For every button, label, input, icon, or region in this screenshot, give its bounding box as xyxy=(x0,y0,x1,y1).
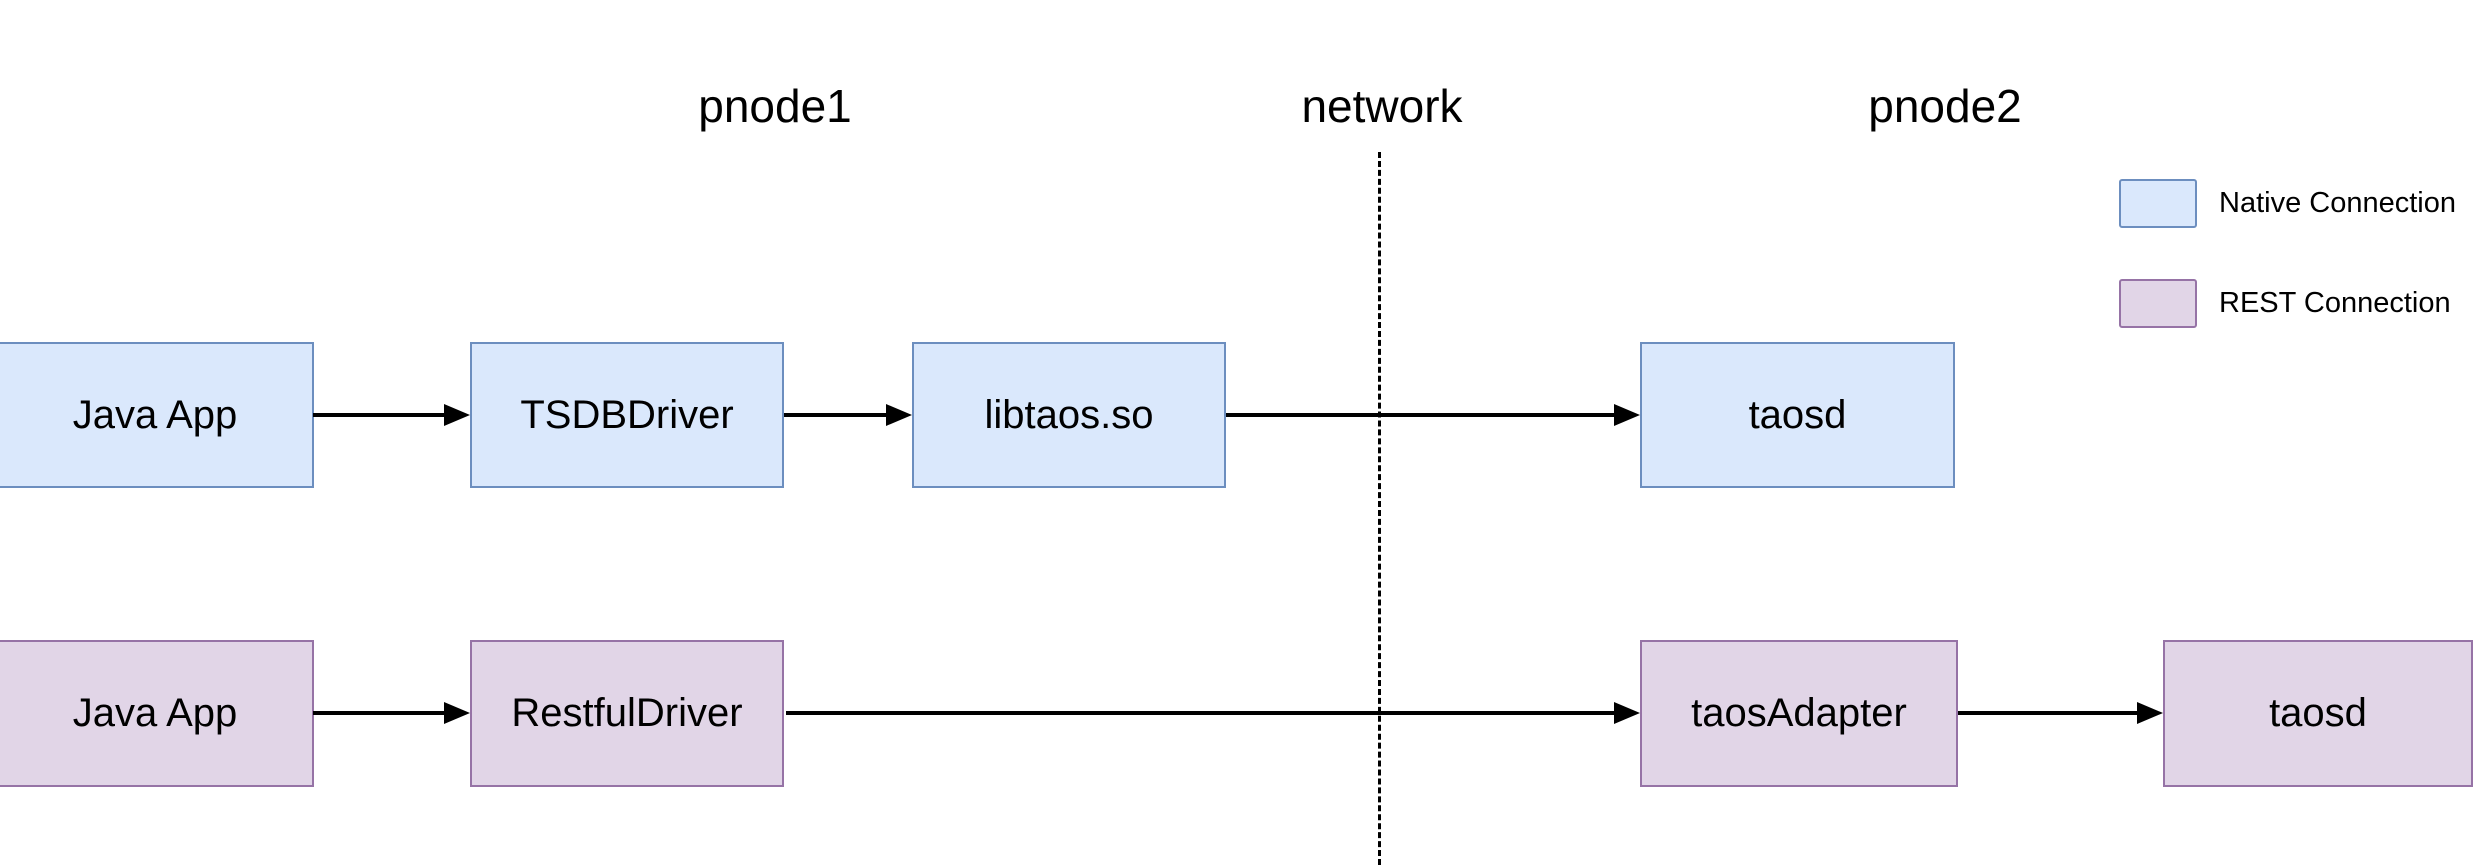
pnode2-header: pnode2 xyxy=(1868,80,2022,132)
arrow-java-app-to-restfuldriver xyxy=(313,711,444,715)
node-libtaos-so: libtaos.so xyxy=(912,342,1226,488)
legend-item-rest: REST Connection xyxy=(2119,279,2451,328)
network-divider-dashed-line xyxy=(1378,152,1381,865)
arrow-libtaos-to-taosd xyxy=(1226,413,1614,417)
arrow-taosadapter-to-taosd xyxy=(1958,711,2137,715)
arrow-tsdbdriver-to-libtaos xyxy=(784,413,886,417)
node-restfuldriver: RestfulDriver xyxy=(470,640,784,787)
node-tsdbdriver: TSDBDriver xyxy=(470,342,784,488)
legend-label-native: Native Connection xyxy=(2219,187,2456,219)
node-taosd-native: taosd xyxy=(1640,342,1955,488)
legend-label-rest: REST Connection xyxy=(2219,287,2451,319)
node-java-app-native: Java App xyxy=(0,342,314,488)
network-header: network xyxy=(1301,80,1463,132)
pnode1-header: pnode1 xyxy=(698,80,852,132)
node-java-app-rest: Java App xyxy=(0,640,314,787)
node-taosadapter: taosAdapter xyxy=(1640,640,1958,787)
legend-swatch-native-icon xyxy=(2119,179,2197,228)
arrow-java-app-to-tsdbdriver xyxy=(313,413,444,417)
legend-item-native: Native Connection xyxy=(2119,179,2456,228)
legend-swatch-rest-icon xyxy=(2119,279,2197,328)
arrow-restfuldriver-to-taosadapter xyxy=(786,711,1614,715)
node-taosd-rest: taosd xyxy=(2163,640,2473,787)
